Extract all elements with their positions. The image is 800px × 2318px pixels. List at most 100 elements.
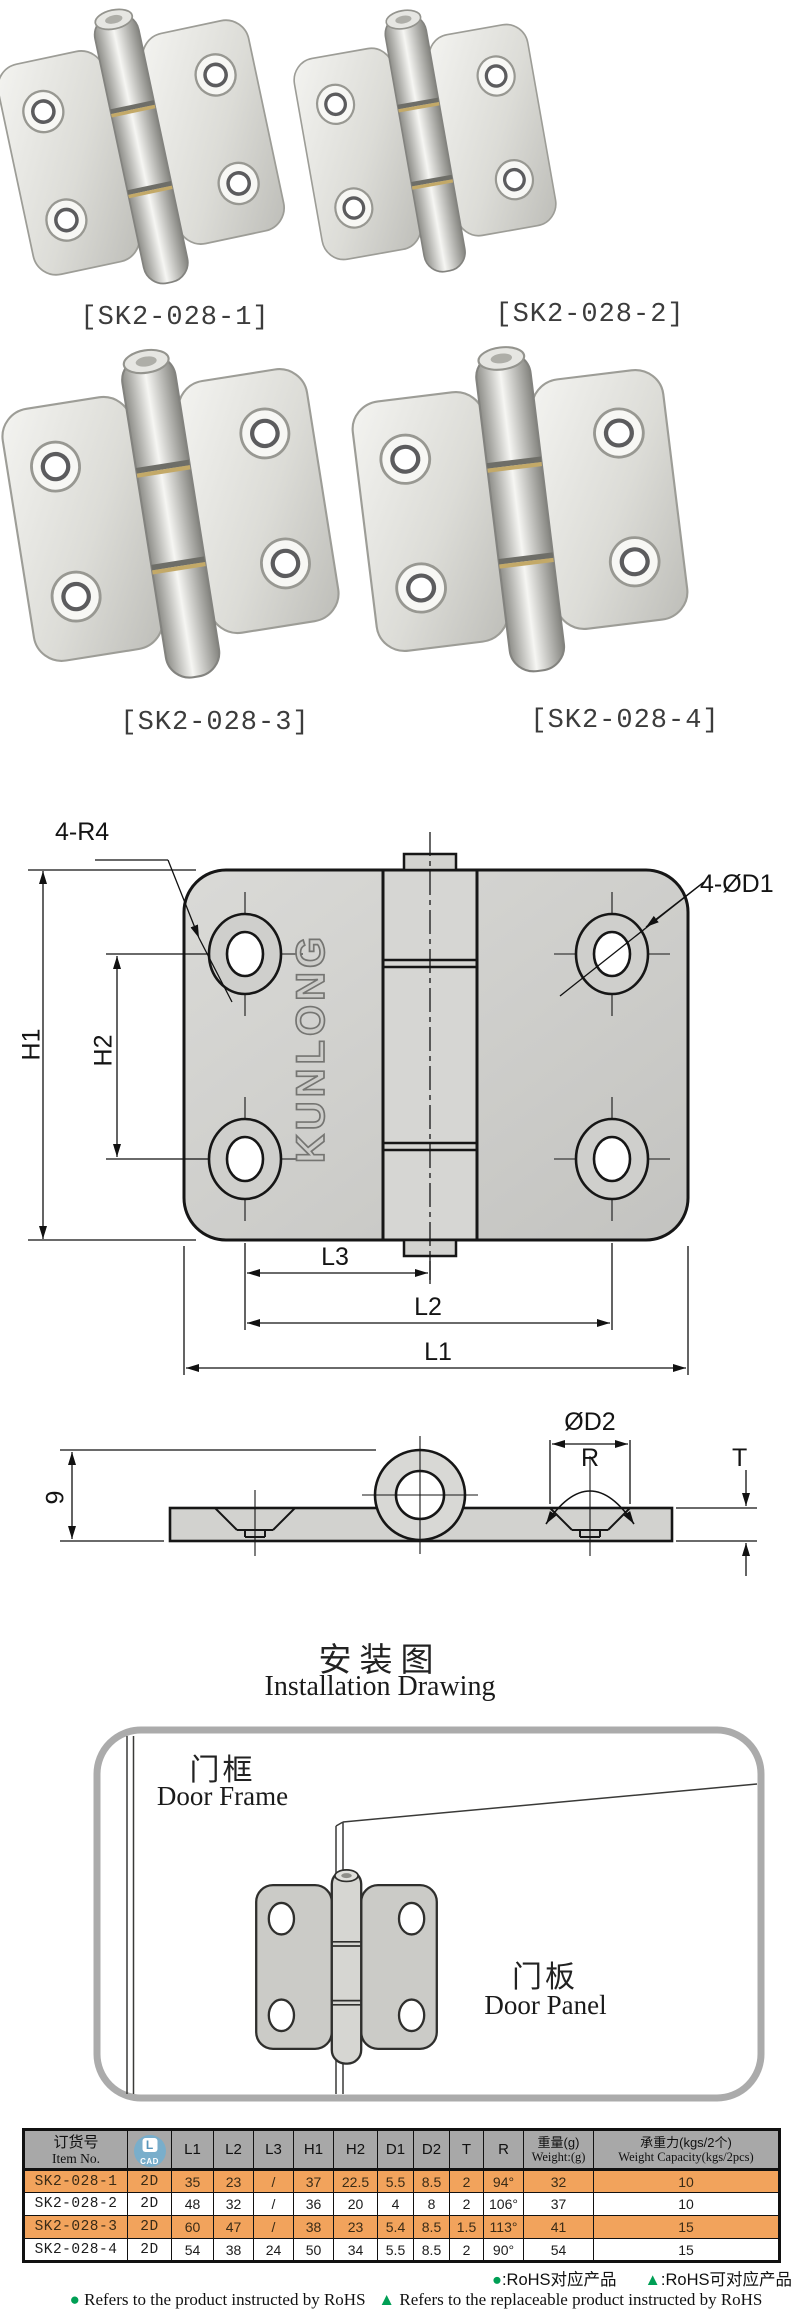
value-cell: 35 — [171, 2169, 214, 2193]
spec-table: 订货号 Item No. L CAD L1 L2 L3 H1 H2 D1 D2 … — [22, 2128, 781, 2263]
product-photo-sk2-028-3 — [8, 340, 333, 690]
value-cell: 48 — [171, 2192, 214, 2216]
cad-icon[interactable]: L CAD — [133, 2134, 166, 2167]
value-cell: 4 — [377, 2192, 414, 2216]
cad-2d-link[interactable]: 2D — [127, 2215, 172, 2239]
dim-label-h2: H2 — [89, 1034, 118, 1067]
dim-label-l1: L1 — [424, 1338, 452, 1366]
value-cell: 8 — [413, 2192, 450, 2216]
value-cell: 5.5 — [377, 2169, 414, 2193]
weight-cell: 41 — [523, 2215, 594, 2239]
cad-2d-link[interactable]: 2D — [127, 2169, 172, 2193]
cad-2d-link[interactable]: 2D — [127, 2238, 172, 2262]
product-photo-sk2-028-4 — [355, 338, 685, 683]
dim-label-side-height: 9 — [41, 1490, 70, 1505]
value-cell: 38 — [213, 2238, 254, 2262]
weight-cell: 37 — [523, 2192, 594, 2216]
col-header-weight: 重量(g) Weight:(g) — [523, 2129, 594, 2171]
table-row: SK2-028-4 2D 54 38 24 50 34 5.5 8.5 2 90… — [23, 2238, 780, 2262]
table-header-row: 订货号 Item No. L CAD L1 L2 L3 H1 H2 D1 D2 … — [23, 2129, 780, 2171]
rohs-dot-icon: ● — [491, 2271, 502, 2289]
col-header-l1: L1 — [171, 2129, 214, 2171]
item-no-cell: SK2-028-3 — [23, 2215, 128, 2239]
col-header-capacity-zh: 承重力(kgs/2个) — [640, 2134, 732, 2150]
col-header-h1: H1 — [293, 2129, 334, 2171]
table-row: SK2-028-3 2D 60 47 / 38 23 5.4 8.5 1.5 1… — [23, 2215, 780, 2239]
col-header-r: R — [483, 2129, 524, 2171]
value-cell: 47 — [213, 2215, 254, 2239]
value-cell: 2 — [449, 2169, 484, 2193]
item-no-cell: SK2-028-2 — [23, 2192, 128, 2216]
capacity-cell: 15 — [593, 2215, 780, 2239]
door-panel-label-zh: 门板 — [512, 1961, 578, 1994]
rohs-dot-icon: ● — [69, 2290, 80, 2309]
value-cell: 38 — [293, 2215, 334, 2239]
door-panel-label-en: Door Panel — [484, 1990, 607, 2020]
value-cell: 34 — [333, 2238, 378, 2262]
value-cell: 50 — [293, 2238, 334, 2262]
value-cell: 32 — [213, 2192, 254, 2216]
col-header-d2: D2 — [413, 2129, 450, 2171]
item-no-cell: SK2-028-4 — [23, 2238, 128, 2262]
door-frame-label-zh: 门框 — [189, 1754, 256, 1787]
value-cell: 5.4 — [377, 2215, 414, 2239]
value-cell: 23 — [333, 2215, 378, 2239]
col-header-capacity: 承重力(kgs/2个) Weight Capacity(kgs/2pcs) — [593, 2129, 780, 2171]
rohs-note-en-dot-text: Refers to the product instructed by RoHS — [84, 2290, 366, 2309]
cad-icon-text: CAD — [140, 2156, 159, 2166]
col-header-d1: D1 — [377, 2129, 414, 2171]
capacity-cell: 15 — [593, 2238, 780, 2262]
value-cell: / — [253, 2169, 294, 2193]
col-header-h2: H2 — [333, 2129, 378, 2171]
value-cell: 37 — [293, 2169, 334, 2193]
rohs-triangle-icon: ▲ — [378, 2290, 396, 2309]
capacity-cell: 10 — [593, 2169, 780, 2193]
item-no-cell: SK2-028-1 — [23, 2169, 128, 2193]
value-cell: 94° — [483, 2169, 524, 2193]
brand-engraving: KUNLONG — [288, 932, 334, 1164]
value-cell: 90° — [483, 2238, 524, 2262]
dim-label-h1: H1 — [17, 1028, 46, 1061]
value-cell: 106° — [483, 2192, 524, 2216]
rohs-note-en-tri-text: Refers to the replaceable product instru… — [399, 2290, 763, 2309]
value-cell: / — [253, 2192, 294, 2216]
value-cell: 8.5 — [413, 2169, 450, 2193]
side-view-drawing — [60, 1436, 757, 1576]
product-photo-sk2-028-2 — [283, 0, 567, 294]
value-cell: 60 — [171, 2215, 214, 2239]
col-header-l2: L2 — [213, 2129, 254, 2171]
product-photo-sk2-028-1 — [0, 0, 297, 311]
dim-label-d2: ØD2 — [564, 1408, 616, 1436]
col-header-capacity-en: Weight Capacity(kgs/2pcs) — [618, 2149, 754, 2164]
cad-2d-link[interactable]: 2D — [127, 2192, 172, 2216]
col-header-cad: L CAD — [127, 2129, 172, 2171]
table-row: SK2-028-1 2D 35 23 / 37 22.5 5.5 8.5 2 9… — [23, 2169, 780, 2193]
value-cell: 1.5 — [449, 2215, 484, 2239]
front-view-drawing — [28, 832, 705, 1375]
door-frame-label-en: Door Frame — [156, 1781, 289, 1811]
rohs-note-en: ● Refers to the product instructed by Ro… — [40, 2290, 792, 2310]
product-label-2: [SK2-028-2] — [495, 300, 685, 330]
product-label-3: [SK2-028-3] — [120, 708, 310, 738]
value-cell: 113° — [483, 2215, 524, 2239]
value-cell: 23 — [213, 2169, 254, 2193]
dim-label-l2: L2 — [414, 1293, 442, 1321]
value-cell: 8.5 — [413, 2238, 450, 2262]
value-cell: 5.5 — [377, 2238, 414, 2262]
rohs-note-zh-dot-text: :RoHS对应产品 — [501, 2271, 617, 2289]
dim-label-l3: L3 — [321, 1243, 349, 1271]
col-header-l3: L3 — [253, 2129, 294, 2171]
table-row: SK2-028-2 2D 48 32 / 36 20 4 8 2 106° 37… — [23, 2192, 780, 2216]
product-label-1: [SK2-028-1] — [80, 303, 270, 333]
value-cell: 2 — [449, 2238, 484, 2262]
rohs-triangle-icon: ▲ — [644, 2271, 661, 2289]
col-header-item-en: Item No. — [52, 2150, 100, 2166]
dim-label-hole-dia: 4-ØD1 — [700, 870, 774, 898]
product-label-4: [SK2-028-4] — [530, 706, 720, 736]
installation-title-zh: 安装图 — [318, 1641, 442, 1678]
dim-label-t: T — [732, 1444, 748, 1472]
value-cell: 24 — [253, 2238, 294, 2262]
col-header-t: T — [449, 2129, 484, 2171]
value-cell: 22.5 — [333, 2169, 378, 2193]
